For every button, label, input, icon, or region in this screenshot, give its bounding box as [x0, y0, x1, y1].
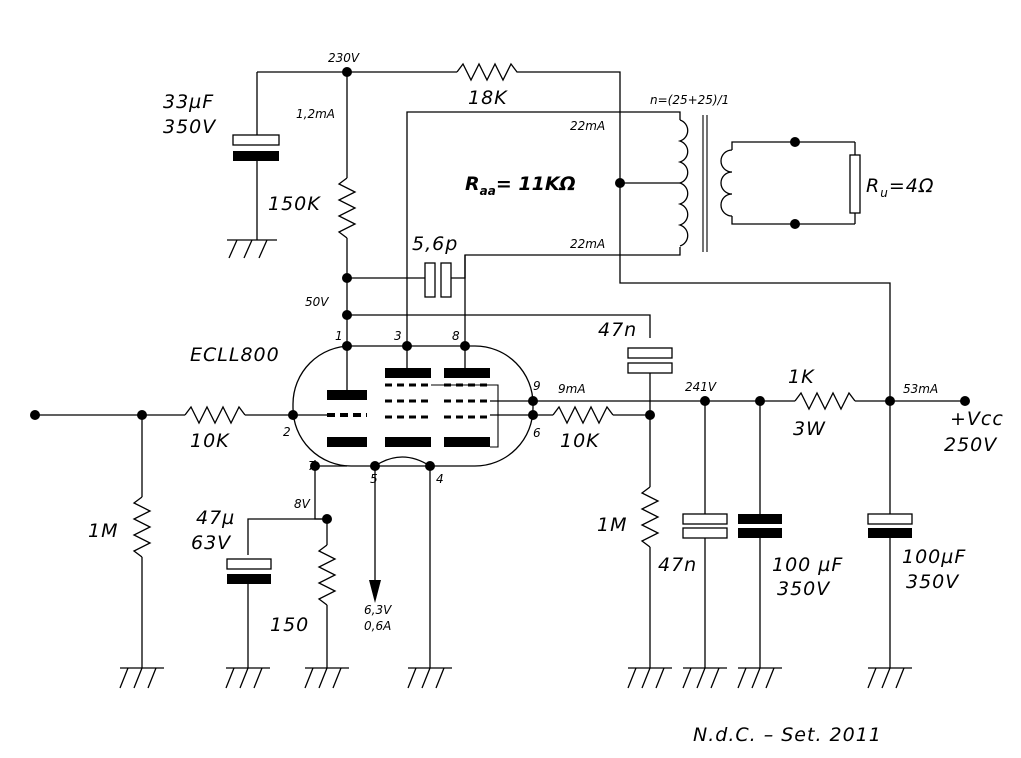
- c-100u-a-voltage-label: 350V: [777, 578, 831, 600]
- ru-label: Ru=4Ω: [866, 175, 934, 200]
- capacitor-100uf-b: [867, 513, 913, 538]
- resistor-150: [317, 544, 337, 606]
- capacitor-5-6p: [424, 262, 452, 298]
- tube-name-label: ECLL800: [190, 344, 280, 366]
- current-22ma-top: 22mA: [570, 119, 605, 133]
- plate-wires: [346, 111, 651, 346]
- c-47n-top-label: 47n: [598, 319, 637, 341]
- transformer-ratio-label: n=(25+25)/1: [650, 93, 729, 107]
- heater-voltage-label: 6,3V: [364, 603, 392, 617]
- r-1m-in-label: 1M: [88, 520, 118, 542]
- r-1k-power-label: 3W: [793, 418, 826, 440]
- tube-internals: [293, 346, 533, 467]
- output-wires: [533, 373, 965, 668]
- resistor-10k-output: [552, 405, 614, 425]
- voltage-50v: 50V: [305, 295, 329, 309]
- svg-text:Raa= 11KΩ: Raa= 11KΩ: [465, 173, 576, 198]
- voltage-8v: 8V: [294, 497, 311, 511]
- supply-label: +Vcc: [950, 408, 1004, 430]
- capacitor-47n-bottom: [682, 513, 728, 539]
- c-47u-value-label: 47µ: [196, 507, 235, 529]
- r-10k-out-label: 10K: [560, 430, 600, 452]
- cathode-wires: [247, 466, 431, 668]
- c-100u-a-value-label: 100 µF: [772, 554, 843, 576]
- r-150-label: 150: [270, 614, 309, 636]
- resistor-1m-input: [132, 496, 152, 558]
- resistor-18k: [456, 62, 521, 82]
- c1-value-label: 33µF: [163, 91, 214, 113]
- c1-voltage-label: 350V: [163, 116, 217, 138]
- junction-dots: [30, 67, 970, 524]
- c-47u-voltage-label: 63V: [191, 532, 232, 554]
- current-22ma-bottom: 22mA: [570, 237, 605, 251]
- r-10k-in-label: 10K: [190, 430, 230, 452]
- pin-2-label: 2: [283, 425, 291, 439]
- resistor-150k: [337, 177, 357, 239]
- current-1-2ma: 1,2mA: [296, 107, 335, 121]
- input-wires: [35, 414, 293, 668]
- voltage-241v: 241V: [685, 380, 717, 394]
- c-100u-b-value-label: 100µF: [902, 546, 966, 568]
- pin-3-label: 3: [394, 329, 402, 343]
- pin-7-label: 7: [308, 459, 316, 473]
- pin-5-label: 5: [370, 472, 378, 486]
- r-1k-label: 1K: [788, 366, 815, 388]
- pin-1-label: 1: [335, 329, 343, 343]
- output-transformer: [620, 111, 861, 256]
- r-150k-label: 150K: [268, 193, 321, 215]
- pin-4-label: 4: [436, 472, 444, 486]
- heater-arrow: [369, 580, 381, 603]
- supply-voltage-label: 250V: [944, 434, 998, 456]
- load-resistor-ru: [849, 154, 861, 214]
- voltage-230v: 230V: [328, 51, 360, 65]
- pin-8-label: 8: [452, 329, 460, 343]
- c-100u-b-voltage-label: 350V: [906, 571, 960, 593]
- tube-envelope: [292, 345, 534, 467]
- capacitor-47u: [226, 558, 272, 584]
- current-9ma: 9mA: [558, 382, 586, 396]
- r-1m-out-label: 1M: [597, 514, 627, 536]
- capacitor-47n-top: [627, 347, 673, 374]
- pin-9-label: 9: [533, 379, 541, 393]
- top-rail-wires: [256, 71, 891, 401]
- heater-current-label: 0,6A: [364, 619, 391, 633]
- capacitor-33uf: [232, 134, 280, 161]
- footer-credit: N.d.C. – Set. 2011: [693, 724, 882, 746]
- resistor-1k: [794, 391, 856, 411]
- current-53ma: 53mA: [903, 382, 938, 396]
- capacitor-100uf-a: [738, 514, 782, 538]
- c-56p-label: 5,6p: [412, 233, 458, 255]
- resistor-10k-input: [184, 405, 246, 425]
- pin-6-label: 6: [533, 426, 541, 440]
- resistor-1m-output: [640, 486, 660, 548]
- r-18k-label: 18K: [468, 87, 508, 109]
- svg-text:Ru=4Ω: Ru=4Ω: [866, 175, 934, 200]
- ground-symbols: [119, 233, 912, 689]
- c-47n-bottom-label: 47n: [658, 554, 697, 576]
- raa-label: Raa= 11KΩ: [465, 173, 576, 198]
